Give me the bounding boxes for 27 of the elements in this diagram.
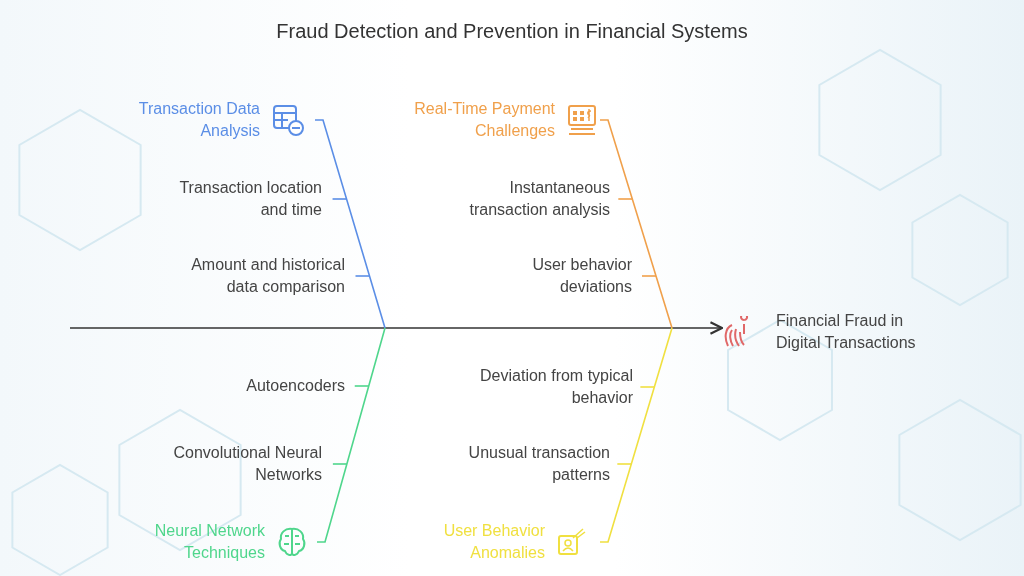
cause-label: Instantaneous transaction analysis bbox=[468, 178, 610, 220]
category-label: Real-Time Payment Challenges bbox=[413, 99, 555, 141]
effect-label: Financial Fraud in Digital Transactions bbox=[776, 311, 917, 353]
bone-line bbox=[599, 119, 673, 329]
tick-line bbox=[331, 198, 348, 200]
category-label: Neural Network Techniques bbox=[153, 521, 265, 563]
tick-line bbox=[353, 385, 370, 387]
bone-line bbox=[314, 119, 386, 329]
category-label: User Behavior Anomalies bbox=[442, 521, 545, 563]
tick-line bbox=[332, 463, 348, 465]
cause-label: Autoencoders bbox=[245, 376, 345, 396]
diagram-title: Fraud Detection and Prevention in Financial Systems bbox=[275, 20, 749, 43]
cause-label: Deviation from typical behavior bbox=[479, 366, 633, 408]
cause-label: User behavior deviations bbox=[531, 255, 632, 297]
category-label: Transaction Data Analysis bbox=[137, 99, 260, 141]
tick-line bbox=[354, 275, 371, 277]
cause-label: Amount and historical data comparison bbox=[190, 255, 345, 297]
tick-line bbox=[641, 275, 657, 277]
tick-line bbox=[616, 463, 633, 465]
bone-line bbox=[316, 327, 386, 543]
spine-arrow bbox=[69, 321, 724, 335]
cause-label: Transaction location and time bbox=[178, 178, 322, 220]
bone-line bbox=[599, 327, 673, 543]
tick-line bbox=[639, 386, 656, 388]
cause-label: Unusual transaction patterns bbox=[467, 443, 610, 485]
cause-label: Convolutional Neural Networks bbox=[172, 443, 322, 485]
tick-line bbox=[617, 198, 634, 200]
